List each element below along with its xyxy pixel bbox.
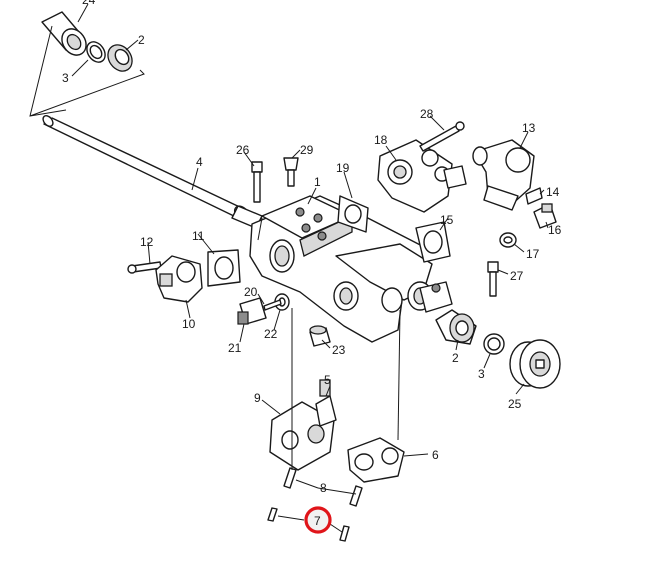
callout-2-gear: 2 — [452, 351, 459, 365]
callout-21: 21 — [228, 341, 242, 355]
part-8-pin-right — [349, 485, 363, 507]
part-15-gasket — [415, 221, 451, 263]
callout-17: 17 — [526, 247, 540, 261]
part-8-pin-left — [283, 467, 297, 489]
part-2-bearing — [107, 44, 133, 72]
callout-10: 10 — [182, 317, 196, 331]
part-29-bolt — [283, 157, 299, 187]
callout-29: 29 — [300, 143, 314, 157]
callout-2: 2 — [138, 33, 145, 47]
part-7-pin-right — [339, 525, 350, 542]
part-26-bolt — [251, 161, 263, 203]
callout-7: 7 — [314, 514, 321, 528]
callout-12: 12 — [140, 235, 154, 249]
part-23-plug — [309, 325, 331, 347]
part-5-fork-arm — [315, 379, 337, 427]
part-25-pulley — [509, 339, 561, 389]
leader-lines — [71, 3, 549, 533]
callout-25: 25 — [508, 397, 522, 411]
part-28-bolt — [419, 121, 465, 152]
part-17-washer — [499, 232, 517, 248]
part-12-screw — [127, 261, 162, 274]
callout-13: 13 — [522, 121, 536, 135]
callout-27: 27 — [510, 269, 524, 283]
callout-24: 24 — [82, 0, 96, 7]
callout-3-ring: 3 — [478, 367, 485, 381]
part-3-ring — [86, 41, 106, 63]
callout-16: 16 — [548, 223, 562, 237]
part-10-actuator — [155, 255, 203, 303]
part-19-gasket — [337, 195, 369, 233]
part-21-switch — [237, 297, 267, 325]
callout-11: 11 — [192, 229, 205, 243]
callout-7-highlight-ring — [304, 506, 332, 534]
part-16-sensor — [533, 203, 557, 229]
callout-9: 9 — [254, 391, 261, 405]
callout-6: 6 — [432, 448, 439, 462]
part-6-fork-clip — [347, 437, 405, 483]
callout-8: 8 — [320, 481, 327, 495]
callout-18: 18 — [374, 133, 388, 147]
part-13-valve — [472, 139, 535, 211]
callout-23: 23 — [332, 343, 346, 357]
callout-28: 28 — [420, 107, 434, 121]
callout-5: 5 — [324, 373, 331, 387]
callout-labels: 24 2 3 4 26 29 1 19 18 28 13 14 15 16 17… — [62, 0, 562, 534]
group-bracket-line — [29, 25, 145, 117]
part-2-gear — [435, 309, 477, 345]
callout-4: 4 — [196, 155, 203, 169]
callout-15: 15 — [440, 213, 454, 227]
part-4-shaft — [42, 115, 263, 229]
callout-22: 22 — [264, 327, 278, 341]
callout-20: 20 — [244, 285, 258, 299]
part-24-bushing — [41, 11, 87, 56]
callout-14: 14 — [546, 185, 560, 199]
callout-19: 19 — [336, 161, 350, 175]
callout-1: 1 — [314, 175, 321, 189]
part-3-ring-right — [483, 333, 505, 355]
callout-3: 3 — [62, 71, 69, 85]
part-9-fork — [269, 401, 335, 471]
part-27-bolt — [487, 261, 499, 297]
part-14-connector — [525, 187, 543, 205]
part-20-pin — [263, 299, 282, 311]
callout-26: 26 — [236, 143, 250, 157]
part-11-gasket — [207, 249, 241, 287]
part-18-pump — [377, 139, 467, 213]
part-1-housing — [249, 195, 453, 343]
part-7-pin-left — [267, 507, 278, 522]
